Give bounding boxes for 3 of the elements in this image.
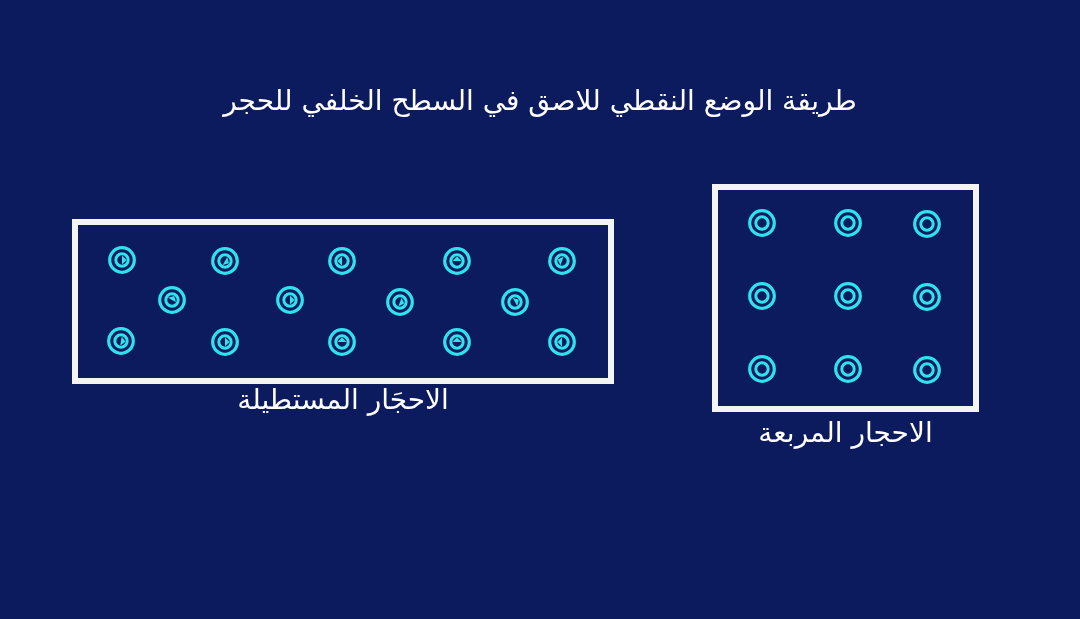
tile-caption: الاحجَار المستطيلة [237,383,449,416]
tile-caption: الاحجار المربعة [758,416,933,449]
title-heading: طريقة الوضع النقطي للاصق في السطح الخلفي للحجر [223,84,857,117]
